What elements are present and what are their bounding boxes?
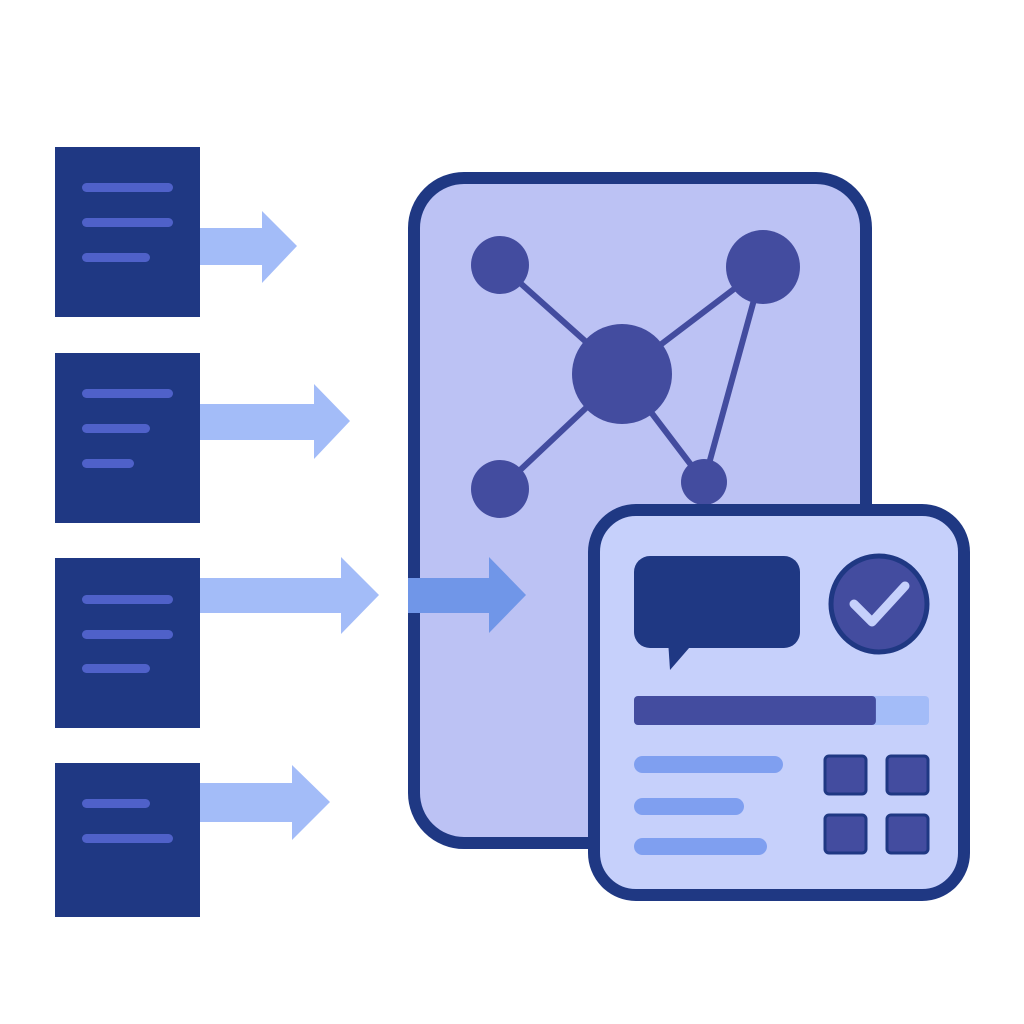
list-item bbox=[634, 756, 783, 773]
arrow-right-icon bbox=[408, 557, 526, 633]
document-line bbox=[82, 459, 134, 468]
chat-bubble-icon bbox=[634, 556, 800, 670]
document-line bbox=[82, 664, 150, 673]
graph-node bbox=[471, 236, 529, 294]
document-line bbox=[82, 424, 150, 433]
document-line bbox=[82, 183, 173, 192]
document-line bbox=[82, 253, 150, 262]
document-line bbox=[82, 799, 150, 808]
result-list bbox=[634, 756, 783, 855]
arrow-right-icon bbox=[200, 557, 379, 634]
document-3 bbox=[55, 558, 200, 728]
documents-column bbox=[55, 147, 200, 917]
check-circle-icon bbox=[828, 553, 930, 655]
document-line bbox=[82, 389, 173, 398]
document-line bbox=[82, 630, 173, 639]
progress-bar bbox=[634, 696, 929, 725]
graph-edge bbox=[701, 264, 766, 485]
input-arrows bbox=[200, 211, 379, 840]
document-line bbox=[82, 595, 173, 604]
list-item bbox=[634, 798, 744, 815]
grid-icon bbox=[823, 754, 930, 855]
graph-node bbox=[681, 459, 727, 505]
graph-node-center bbox=[572, 324, 672, 424]
grid-tile bbox=[823, 813, 868, 855]
arrow-right-icon bbox=[200, 211, 297, 283]
document-icon bbox=[55, 147, 200, 317]
graph-node bbox=[471, 460, 529, 518]
graph-node bbox=[726, 230, 800, 304]
document-2 bbox=[55, 353, 200, 523]
progress-fill bbox=[634, 696, 876, 725]
document-line bbox=[82, 218, 173, 227]
document-1 bbox=[55, 147, 200, 317]
network-graph-icon bbox=[471, 230, 800, 518]
result-card bbox=[588, 504, 970, 901]
grid-tile bbox=[823, 754, 868, 796]
document-4 bbox=[55, 763, 200, 917]
grid-tile bbox=[885, 813, 930, 855]
document-icon bbox=[55, 558, 200, 728]
document-icon bbox=[55, 353, 200, 523]
list-item bbox=[634, 838, 767, 855]
arrow-right-icon bbox=[200, 384, 350, 459]
grid-tile bbox=[885, 754, 930, 796]
document-line bbox=[82, 834, 173, 843]
arrow-right-icon bbox=[200, 765, 330, 840]
